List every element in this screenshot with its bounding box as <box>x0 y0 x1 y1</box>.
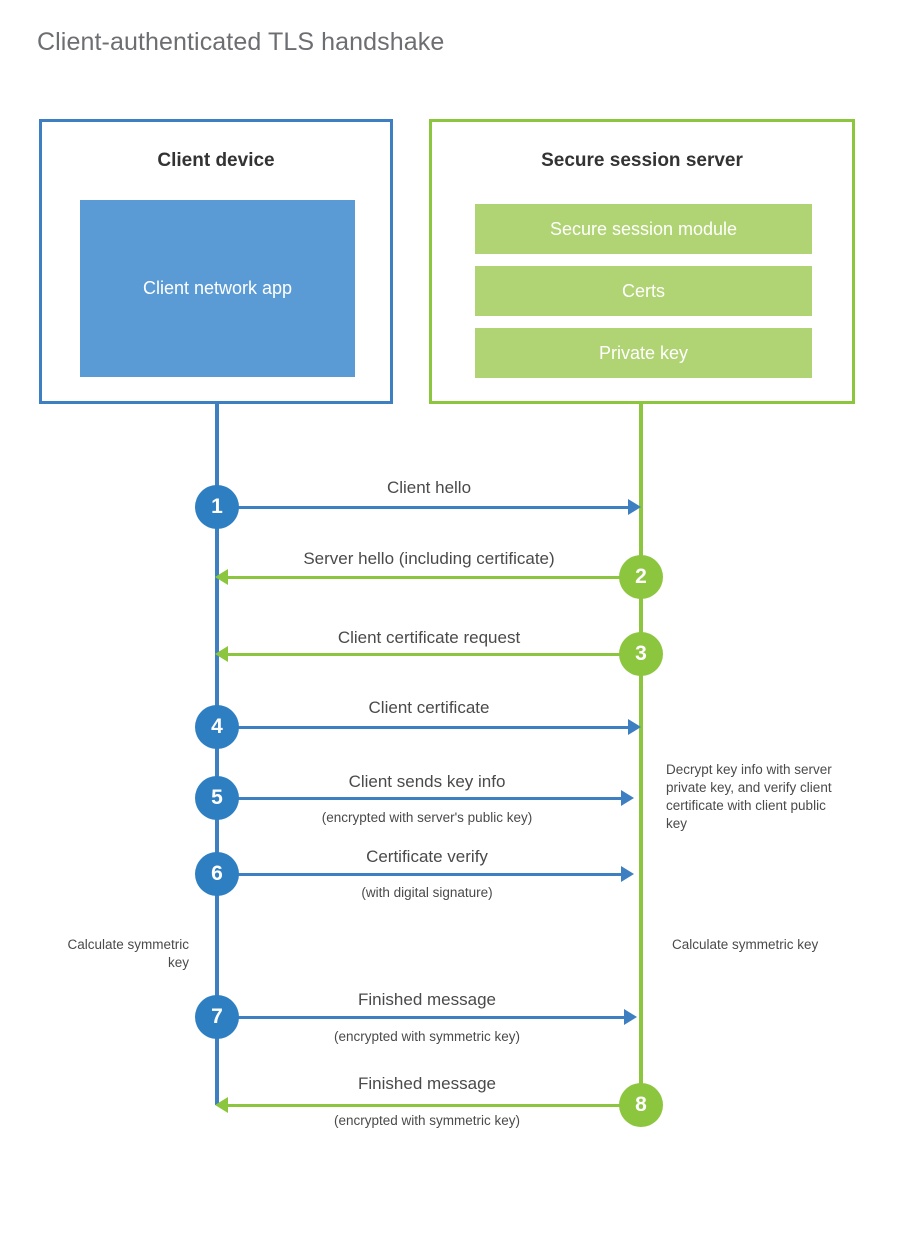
step-6-circle: 6 <box>195 852 239 896</box>
page-title: Client-authenticated TLS handshake <box>37 28 445 56</box>
step-3-arrow-line <box>226 653 641 656</box>
client-device-title: Client device <box>157 150 275 171</box>
step-2-arrowhead-icon <box>215 569 228 585</box>
client-network-app-block: Client network app <box>80 200 355 377</box>
step-5-arrowhead-icon <box>621 790 634 806</box>
note-calculate-symmetric-key-client: Calculate symmetric key <box>67 937 189 970</box>
step-3-arrowhead-icon <box>215 646 228 662</box>
step-1-circle: 1 <box>195 485 239 529</box>
step-7-label: Finished message <box>358 990 496 1009</box>
step-7-arrowhead-icon <box>624 1009 637 1025</box>
step-5-circle: 5 <box>195 776 239 820</box>
step-4-circle: 4 <box>195 705 239 749</box>
step-1-label: Client hello <box>386 478 472 497</box>
client-device-box: Client device Client network app <box>39 119 393 404</box>
step-1-arrow-line <box>217 506 629 509</box>
step-7-circle: 7 <box>195 995 239 1039</box>
step-3-label: Client certificate request <box>337 628 521 647</box>
step-8-arrow-line <box>226 1104 621 1107</box>
step-8-sublabel: (encrypted with symmetric key) <box>333 1113 521 1128</box>
step-1-arrowhead-icon <box>628 499 641 515</box>
server-lifeline <box>639 404 643 1105</box>
step-8-label: Finished message <box>358 1074 496 1093</box>
step-4-arrowhead-icon <box>628 719 641 735</box>
server-block-private-key: Private key <box>475 328 812 378</box>
step-6-arrow-line <box>217 873 622 876</box>
step-6-arrowhead-icon <box>621 866 634 882</box>
step-8-circle: 8 <box>619 1083 663 1127</box>
step-5-arrow-line <box>217 797 622 800</box>
client-lifeline <box>215 404 219 1105</box>
step-6-sublabel: (with digital signature) <box>361 885 493 900</box>
server-block-certs: Certs <box>475 266 812 316</box>
note-calculate-symmetric-key-server: Calculate symmetric key <box>672 937 819 952</box>
step-5-sublabel: (encrypted with server's public key) <box>321 810 533 825</box>
step-8-arrowhead-icon <box>215 1097 228 1113</box>
step-4-label: Client certificate <box>368 698 490 717</box>
step-2-circle: 2 <box>619 555 663 599</box>
step-2-arrow-line <box>226 576 641 579</box>
step-3-circle: 3 <box>619 632 663 676</box>
step-4-arrow-line <box>217 726 629 729</box>
step-7-sublabel: (encrypted with symmetric key) <box>333 1029 521 1044</box>
step-7-arrow-line <box>217 1016 625 1019</box>
server-block-secure-session-module: Secure session module <box>475 204 812 254</box>
secure-session-server-title: Secure session server <box>541 150 743 171</box>
step-6-label: Certificate verify <box>366 847 488 866</box>
secure-session-server-box: Secure session server Secure session mod… <box>429 119 855 404</box>
note-decrypt-key-info: Decrypt key info with server private key… <box>666 762 832 831</box>
step-5-label: Client sends key info <box>348 772 506 791</box>
step-2-label: Server hello (including certificate) <box>303 549 555 568</box>
